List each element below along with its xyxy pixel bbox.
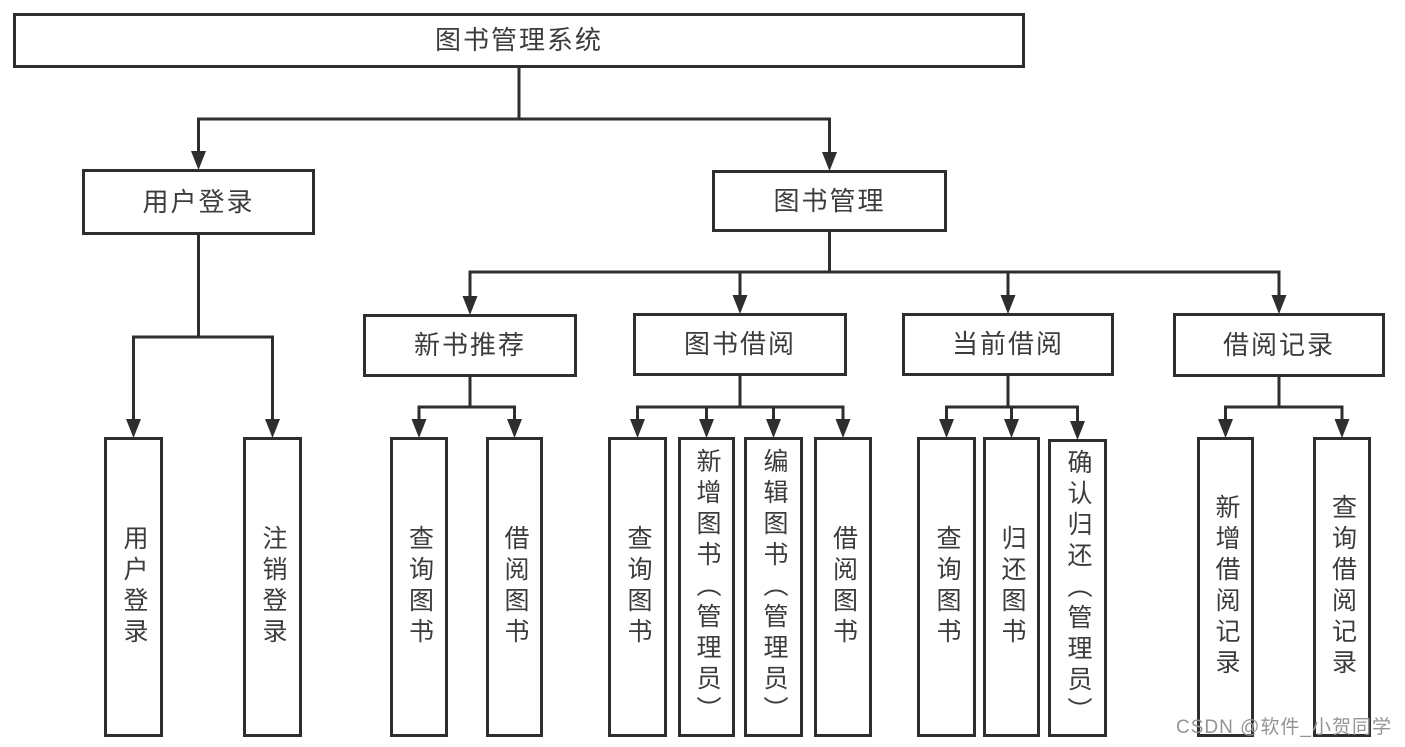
edge-group-records xyxy=(1218,375,1350,438)
node-label-leaf-rec-borrow: 借阅图书 xyxy=(501,525,529,649)
arrowhead-leaf-bor-add xyxy=(699,419,714,438)
node-label-records: 借阅记录 xyxy=(1222,329,1335,360)
edge-path-borrow xyxy=(636,374,845,423)
diagram-node-leaf-bor-add: 新增图书（管理员） xyxy=(678,437,735,737)
watermark: CSDN @软件_小贺同学 xyxy=(1176,717,1392,738)
diagram-node-leaf-bor-borrow: 借阅图书 xyxy=(814,437,872,737)
edge-path-login xyxy=(132,233,274,423)
edge-group-mgmt xyxy=(462,230,1287,315)
arrowhead-leaf-log-query xyxy=(1334,419,1350,438)
diagram-node-borrow: 图书借阅 xyxy=(633,313,847,376)
arrowhead-leaf-rec-query xyxy=(411,419,427,438)
edge-group-current xyxy=(939,374,1085,440)
diagram-node-leaf-rec-borrow: 借阅图书 xyxy=(486,437,543,737)
diagram-node-leaf-bor-query: 查询图书 xyxy=(608,437,667,737)
diagram-node-current: 当前借阅 xyxy=(902,313,1114,376)
arrowhead-leaf-user-login xyxy=(126,419,141,438)
node-label-mgmt: 图书管理 xyxy=(773,185,886,216)
node-label-current: 当前借阅 xyxy=(951,329,1064,360)
node-label-borrow: 图书借阅 xyxy=(683,329,796,360)
node-label-leaf-log-query: 查询借阅记录 xyxy=(1328,494,1357,680)
edge-path-records xyxy=(1224,375,1344,423)
arrowhead-leaf-bor-edit xyxy=(766,419,781,438)
edge-path-current xyxy=(945,374,1079,425)
diagram-node-leaf-cur-confirm: 确认归还（管理员） xyxy=(1048,439,1107,737)
node-label-leaf-bor-borrow: 借阅图书 xyxy=(829,525,858,649)
node-label-leaf-log-add: 新增借阅记录 xyxy=(1212,494,1240,680)
edge-group-login xyxy=(126,233,280,438)
arrowhead-leaf-cur-confirm xyxy=(1070,421,1085,440)
diagram-node-mgmt: 图书管理 xyxy=(712,170,947,232)
edge-group-root xyxy=(191,66,837,171)
diagram-node-login: 用户登录 xyxy=(82,169,315,235)
arrowhead-leaf-user-logout xyxy=(265,419,280,438)
arrowhead-leaf-cur-query xyxy=(939,419,954,438)
edge-path-root xyxy=(197,66,831,156)
diagram-node-records: 借阅记录 xyxy=(1173,313,1385,377)
node-label-leaf-user-logout: 注销登录 xyxy=(259,525,287,649)
arrowhead-leaf-bor-query xyxy=(630,419,645,438)
diagram-node-leaf-cur-return: 归还图书 xyxy=(983,437,1040,737)
arrowhead-records xyxy=(1271,295,1287,314)
edge-path-mgmt xyxy=(468,230,1281,300)
diagram-node-leaf-cur-query: 查询图书 xyxy=(917,437,976,737)
diagram-node-leaf-user-login: 用户登录 xyxy=(104,437,163,737)
node-label-leaf-bor-add: 新增图书（管理员） xyxy=(693,447,721,727)
arrowhead-login xyxy=(191,151,206,170)
diagram-node-rec: 新书推荐 xyxy=(363,314,577,377)
node-label-rec: 新书推荐 xyxy=(413,330,526,361)
node-label-login: 用户登录 xyxy=(142,186,255,217)
arrowhead-leaf-cur-return xyxy=(1004,419,1019,438)
arrowhead-leaf-rec-borrow xyxy=(507,419,522,438)
diagram-node-leaf-rec-query: 查询图书 xyxy=(390,437,448,737)
arrowhead-leaf-bor-borrow xyxy=(835,419,851,438)
node-label-leaf-cur-confirm: 确认归还（管理员） xyxy=(1064,448,1092,728)
arrowhead-current xyxy=(1000,295,1016,314)
arrowhead-leaf-log-add xyxy=(1218,419,1233,438)
node-label-leaf-cur-return: 归还图书 xyxy=(998,525,1026,649)
node-label-leaf-bor-edit: 编辑图书（管理员） xyxy=(760,447,788,727)
diagram-node-leaf-log-add: 新增借阅记录 xyxy=(1197,437,1254,737)
arrowhead-borrow xyxy=(732,295,748,314)
edge-group-rec xyxy=(411,375,522,438)
node-label-leaf-rec-query: 查询图书 xyxy=(405,525,434,649)
edge-path-rec xyxy=(417,375,516,423)
diagram-node-root: 图书管理系统 xyxy=(13,13,1025,68)
node-label-leaf-user-login: 用户登录 xyxy=(120,525,148,649)
edge-group-borrow xyxy=(630,374,851,438)
node-label-root: 图书管理系统 xyxy=(434,25,603,56)
arrowhead-rec xyxy=(462,296,478,315)
arrowhead-mgmt xyxy=(822,152,837,171)
diagram-node-leaf-user-logout: 注销登录 xyxy=(243,437,302,737)
diagram-node-leaf-bor-edit: 编辑图书（管理员） xyxy=(744,437,803,737)
diagram-node-leaf-log-query: 查询借阅记录 xyxy=(1313,437,1371,737)
node-label-leaf-bor-query: 查询图书 xyxy=(624,525,652,649)
node-label-leaf-cur-query: 查询图书 xyxy=(933,525,961,649)
